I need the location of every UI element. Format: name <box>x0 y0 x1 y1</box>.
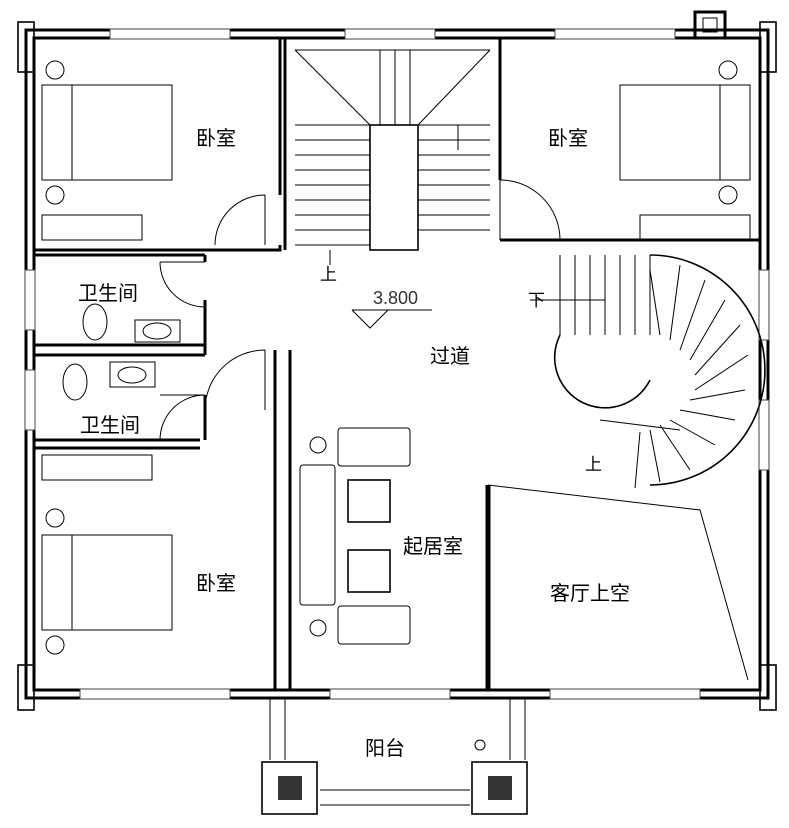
spiral-staircase: 下 上 <box>528 254 766 489</box>
main-staircase: 上 <box>294 49 491 285</box>
room-label-bathroom-upper: 卫生间 <box>78 281 138 305</box>
room-label-bedroom-top-right: 卧室 <box>548 126 588 150</box>
room-label-bedroom-top-left: 卧室 <box>196 126 236 150</box>
room-label-living-void: 客厅上空 <box>550 581 630 605</box>
windows <box>24 28 770 700</box>
chimney <box>693 10 727 40</box>
room-label-corridor: 过道 <box>430 344 470 368</box>
sofa-set <box>299 427 411 645</box>
elevation-value: 3.800 <box>373 288 418 308</box>
bathroom-fixtures <box>62 303 181 401</box>
bed-top-left <box>41 60 173 241</box>
bed-bottom-left <box>41 454 173 655</box>
room-label-bedroom-bottom-left: 卧室 <box>196 571 236 595</box>
room-label-family-room: 起居室 <box>403 534 463 558</box>
room-label-bathroom-lower: 卫生间 <box>80 413 140 437</box>
stair-down-label: 下 <box>528 291 545 311</box>
stair-up-label: 上 <box>320 265 337 285</box>
bed-top-right <box>619 60 751 241</box>
doors <box>159 179 561 441</box>
stair-up-label-spiral: 上 <box>585 455 602 475</box>
interior-walls <box>34 38 760 690</box>
elevation-marker: 3.800 <box>351 288 432 329</box>
room-label-balcony: 阳台 <box>365 736 405 760</box>
balcony <box>261 698 528 815</box>
